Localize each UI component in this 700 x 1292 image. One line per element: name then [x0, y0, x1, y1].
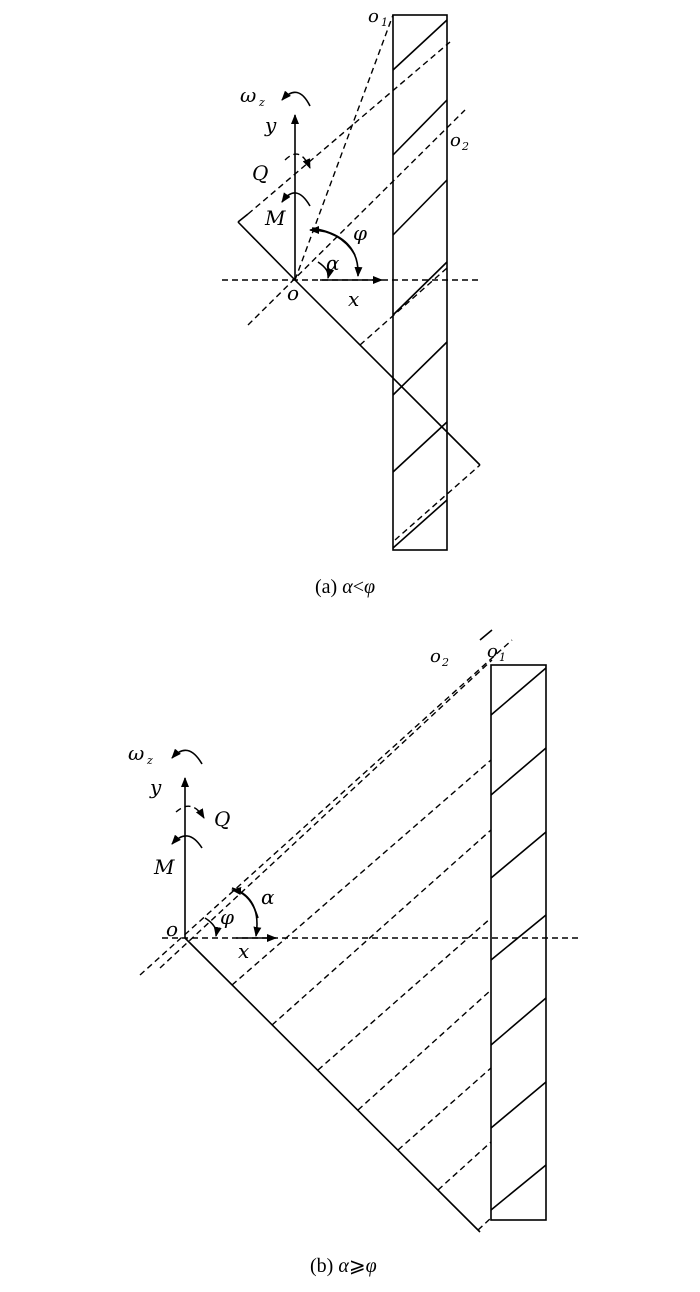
wall-b: [490, 664, 547, 1221]
m-arc-arrow-a: [281, 192, 311, 207]
wall-a: [392, 14, 448, 551]
omega-arc-arrow-a: [281, 90, 311, 107]
label-o1-a-sub: 1: [381, 16, 388, 29]
slope-line-a: [237, 221, 481, 466]
diagram-b: o 2 o 1 ω z y Q M α φ o x (b) α⩾φ: [128, 629, 578, 1277]
wall-a-hatching: [392, 19, 448, 549]
diagram-a: o 1 o 2 ω z y Q M φ α o x (a) α<φ: [222, 6, 481, 598]
label-q-b: Q: [214, 807, 230, 831]
dashed-parallels-b: [139, 639, 513, 1231]
label-x-a: x: [348, 287, 359, 311]
label-o1-b-sub: 1: [499, 651, 506, 664]
dashed-parallels-a: [247, 14, 481, 541]
label-phi-a: φ: [353, 221, 367, 245]
phi-arc-a-back: [309, 226, 356, 256]
tick-b: [479, 629, 493, 641]
caption-a: (a) α<φ: [315, 576, 375, 598]
label-o2-b: o: [430, 646, 441, 667]
label-omega-a-sub: z: [258, 96, 265, 109]
stub-a-top: [237, 213, 249, 223]
label-omega-b: ω: [128, 741, 144, 765]
alpha-arc-b-back: [231, 887, 259, 919]
label-o2-b-sub: 2: [441, 656, 449, 669]
label-phi-b: φ: [220, 905, 234, 929]
label-x-b: x: [238, 939, 249, 963]
caption-b: (b) α⩾φ: [310, 1255, 377, 1277]
label-m-b: M: [153, 855, 175, 879]
q-arc-arrow-a: [284, 153, 311, 169]
label-o1-a: o: [368, 6, 379, 27]
label-alpha-b: α: [261, 885, 275, 909]
alpha-arc-a: [317, 261, 335, 279]
label-y-a: y: [264, 113, 277, 137]
label-o2-a: o: [450, 130, 461, 151]
slope-line-b: [184, 937, 481, 1233]
label-omega-b-sub: z: [146, 754, 153, 767]
wall-b-hatching: [490, 667, 547, 1211]
label-o-a: o: [287, 281, 299, 305]
label-o2-a-sub: 2: [461, 140, 469, 153]
label-y-b: y: [149, 775, 162, 799]
phi-arc-b: [204, 917, 222, 937]
label-o1-b: o: [487, 641, 498, 662]
label-o-b: o: [166, 917, 178, 941]
m-arc-arrow-b: [171, 834, 203, 849]
omega-arc-arrow-b: [171, 748, 203, 765]
label-q-a: Q: [252, 161, 268, 185]
label-m-a: M: [264, 206, 286, 230]
q-arc-arrow-b: [175, 805, 205, 819]
label-alpha-a: α: [326, 251, 340, 275]
label-omega-a: ω: [240, 83, 256, 107]
